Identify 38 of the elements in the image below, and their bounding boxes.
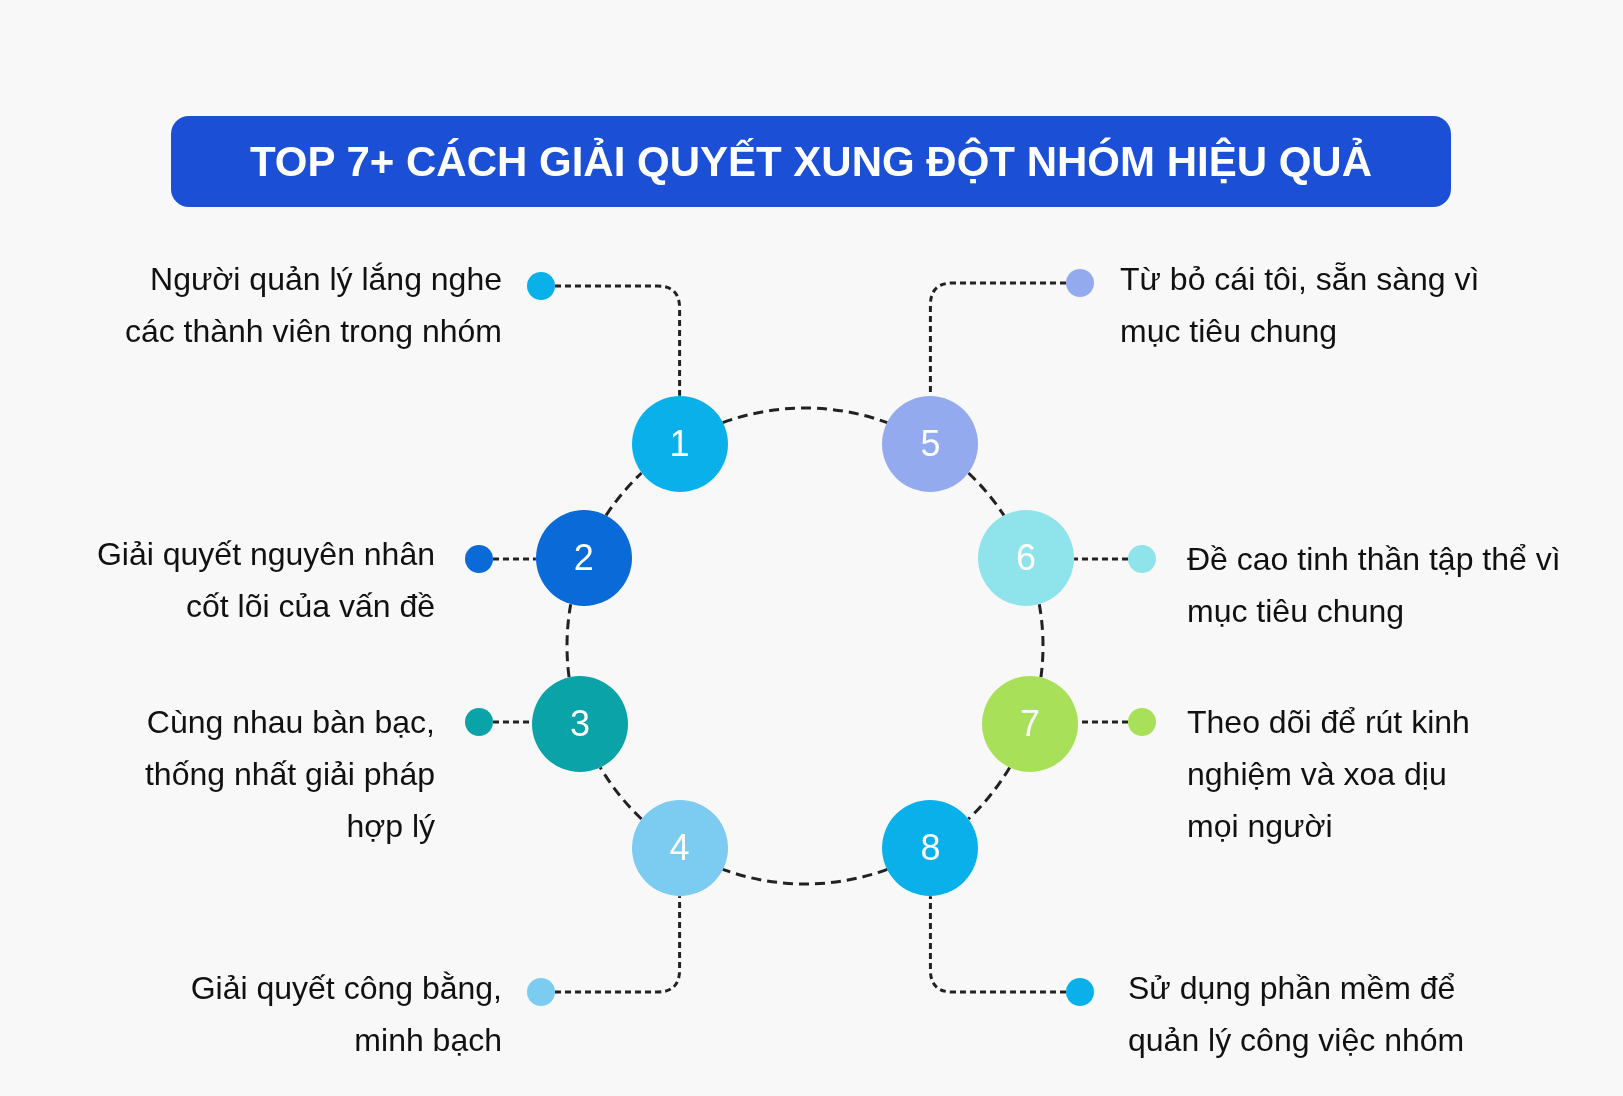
number-circle: 3 — [532, 675, 629, 772]
description-text: Giải quyết nguyên nhân cốt lõi của vấn đề — [95, 535, 435, 626]
description-text: Từ bỏ cái tôi, sẵn sàng vì mục tiêu chung — [1120, 260, 1481, 351]
dashed-ring-arc — [722, 406, 888, 425]
number-circle: 6 — [978, 510, 1075, 606]
description-text: Theo dõi để rút kinh nghiệm và xoa dịu mọi người — [1187, 703, 1471, 846]
bullet-dot — [1066, 978, 1094, 1006]
dashed-ring-arc — [722, 867, 888, 886]
description-text: Giải quyết công bằng, minh bạch — [189, 969, 502, 1060]
description-text: Cùng nhau bàn bạc, thống nhất giải pháp hợp lý — [143, 703, 435, 846]
bullet-dot — [527, 978, 555, 1006]
number-circle: 2 — [535, 510, 632, 606]
leader-line — [555, 284, 682, 396]
dashed-ring-arc — [565, 603, 573, 678]
description-text: Đề cao tinh thần tập thể vì mục tiêu chung — [1187, 540, 1562, 631]
dashed-ring-arc — [599, 766, 643, 821]
number-circle: 8 — [882, 800, 979, 897]
dashed-ring-arc — [967, 471, 1006, 517]
leader-line — [1074, 557, 1128, 561]
bullet-dot — [1066, 269, 1094, 297]
bullet-dot — [1128, 545, 1156, 573]
description-text: Người quản lý lắng nghe các thành viên trong nhóm — [123, 260, 502, 351]
bullet-dot — [527, 272, 555, 300]
number-circle: 5 — [882, 395, 979, 492]
dashed-ring-arc — [1037, 603, 1045, 678]
dashed-ring-arc — [604, 471, 643, 517]
description-text: Sử dụng phần mềm để quản lý công việc nhóm — [1128, 969, 1466, 1060]
bullet-dot — [465, 708, 493, 736]
dashed-ring-arc — [967, 766, 1011, 821]
number-circle: 1 — [631, 395, 728, 492]
bullet-dot — [465, 545, 493, 573]
bullet-dot — [1128, 708, 1156, 736]
number-circle: 7 — [981, 675, 1078, 772]
leader-line — [555, 896, 682, 994]
leader-line — [493, 557, 536, 561]
leader-line — [928, 896, 1066, 994]
number-circle: 4 — [631, 800, 728, 897]
title-banner: TOP 7+ CÁCH GIẢI QUYẾT XUNG ĐỘT NHÓM HIỆU QUẢ — [171, 116, 1451, 207]
